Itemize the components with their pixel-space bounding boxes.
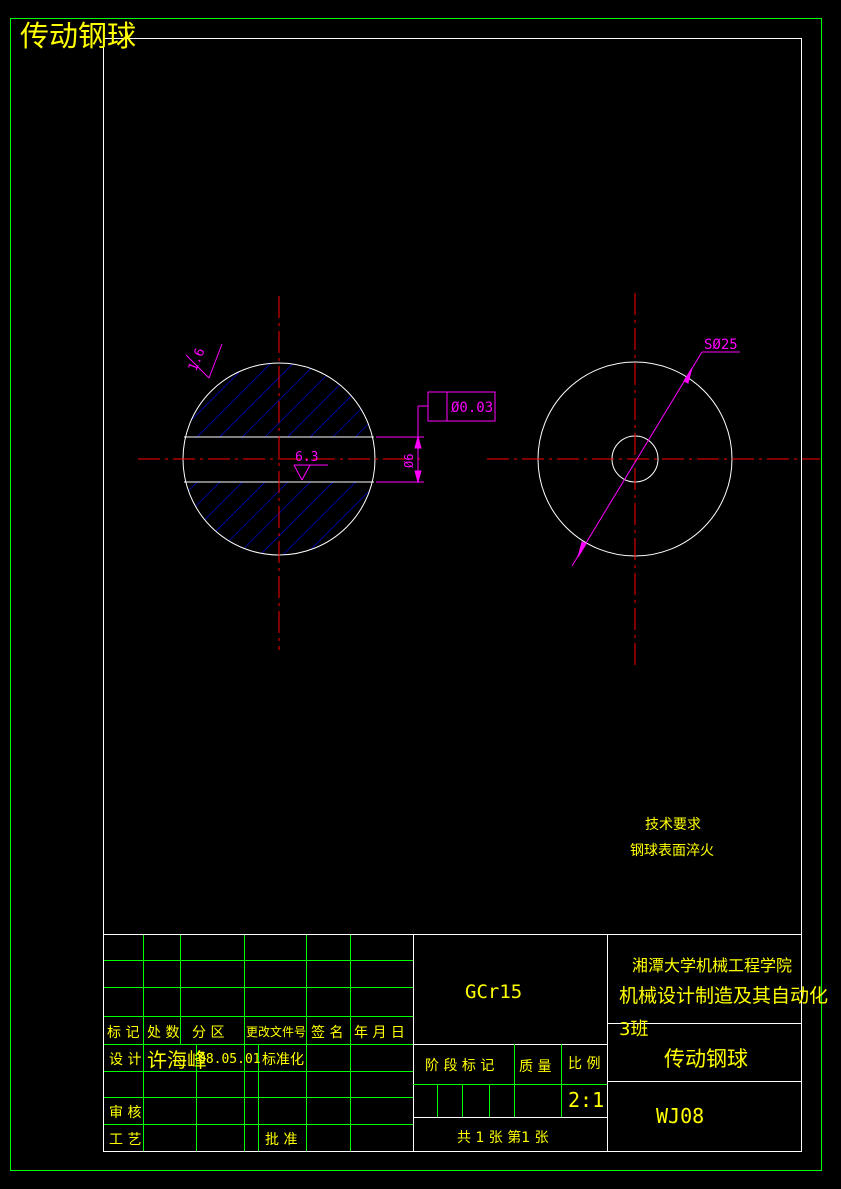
bore-dimension-lines xyxy=(376,405,428,484)
title-block xyxy=(103,934,802,1152)
sphere-dimension-leader xyxy=(571,351,740,567)
mass-header: 质 量 xyxy=(519,1059,551,1075)
school-name: 湘潭大学机械工程学院 xyxy=(632,956,792,975)
header-date: 年 月 日 xyxy=(354,1025,405,1041)
outer-border xyxy=(10,18,822,1171)
header-mark: 标 记 xyxy=(107,1025,139,1041)
design-date: 08.05.01 xyxy=(198,1052,261,1067)
row-label-approve: 批 准 xyxy=(265,1132,297,1148)
roughness-symbol-outer xyxy=(185,343,223,379)
roughness-label-outer: 1.6 xyxy=(186,346,209,373)
part-name: 传动钢球 xyxy=(664,1047,748,1071)
row-label-design: 设 计 xyxy=(109,1052,141,1068)
scale-value: 2:1 xyxy=(568,1088,604,1112)
tolerance-value: Ø0.03 xyxy=(451,400,493,416)
tech-req-heading: 技术要求 xyxy=(645,817,701,833)
roughness-symbol-bore xyxy=(293,464,328,481)
hatch-lower xyxy=(183,482,375,555)
material-label: GCr15 xyxy=(465,981,522,1003)
tech-req-note: 钢球表面淬火 xyxy=(630,843,714,859)
scale-header: 比 例 xyxy=(568,1056,600,1072)
header-change-doc: 更改文件号 xyxy=(246,1024,306,1039)
bore-dimension-label: Ø6 xyxy=(402,454,416,468)
roughness-label-bore: 6.3 xyxy=(295,450,318,465)
major-name: 机械设计制造及其自动化 xyxy=(619,985,828,1007)
stage-mark-header: 阶 段 标 记 xyxy=(425,1058,494,1074)
drawing-title: 传动钢球 xyxy=(20,19,136,53)
class-name: 3班 xyxy=(619,1019,648,1040)
designer-name: 许海峰 xyxy=(147,1048,207,1072)
hatch-upper xyxy=(183,363,375,437)
row-label-check: 审 核 xyxy=(109,1105,141,1121)
tolerance-frame xyxy=(427,391,496,422)
section-view: 1.6 6.3 Ø6 Ø0.03 xyxy=(138,296,496,650)
header-signature: 签 名 xyxy=(311,1024,343,1041)
row-label-process: 工 艺 xyxy=(109,1132,141,1148)
front-view: SØ25 xyxy=(487,293,820,670)
drawing-number: WJ08 xyxy=(656,1104,704,1128)
sheet-info: 共 1 张 第1 张 xyxy=(457,1129,549,1146)
header-zone: 分 区 xyxy=(192,1025,224,1041)
sphere-dimension-label: SØ25 xyxy=(704,337,738,353)
row-label-standardize: 标准化 xyxy=(262,1052,304,1068)
header-count: 处 数 xyxy=(147,1025,179,1041)
